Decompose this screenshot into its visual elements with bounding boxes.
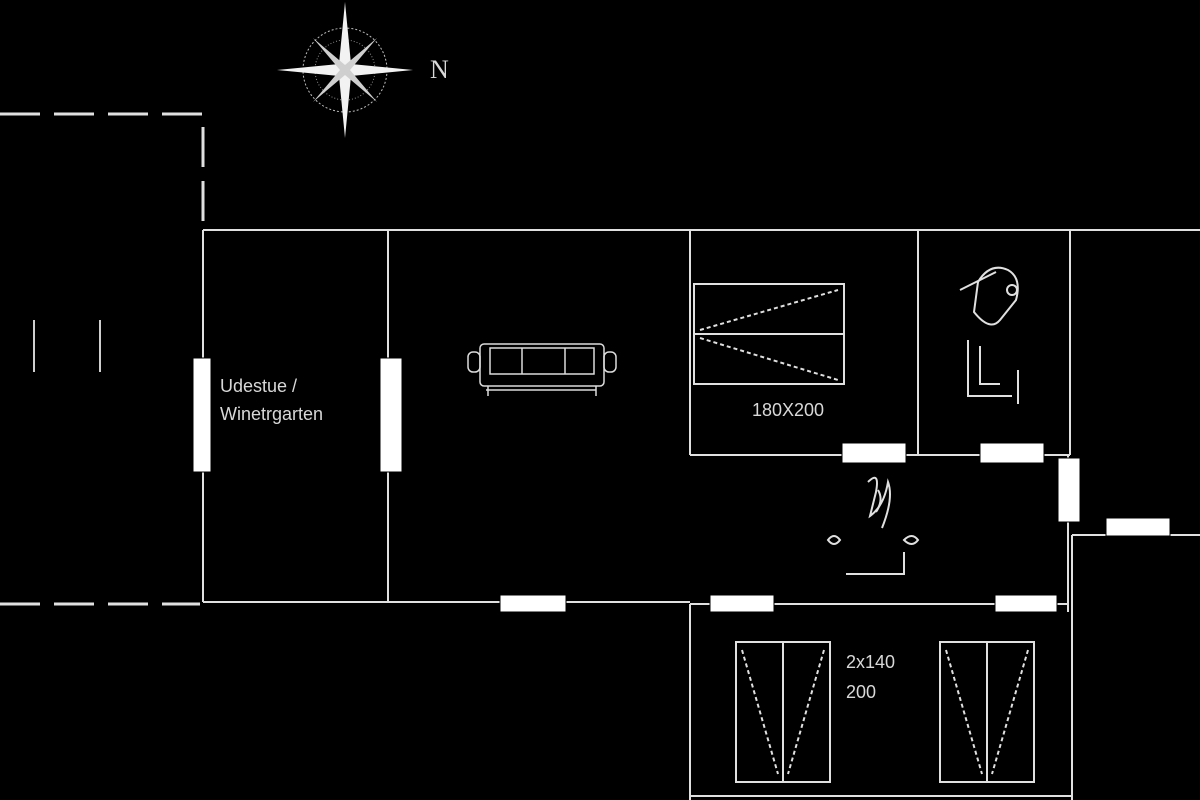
door-hall-right [1057, 457, 1081, 523]
toilet-icon [967, 340, 1019, 404]
compass-north-label: N [430, 55, 449, 84]
bedroom2-bed-size-line2: 200 [846, 682, 876, 702]
door-conservatory-left [192, 357, 212, 473]
shower-icon [959, 266, 1019, 326]
walls [202, 229, 1200, 800]
terrace-outline [0, 112, 205, 606]
window-right [1105, 517, 1171, 537]
openings [192, 357, 1171, 613]
compass-rose-icon [277, 2, 413, 138]
bedroom2-bed-size-line1: 2x140 [846, 652, 895, 672]
twin-bed-right-icon [939, 641, 1035, 783]
conservatory-label-line1: Udestue / [220, 376, 297, 396]
door-bedroom1 [841, 442, 907, 464]
window-living-bottom [499, 594, 567, 613]
fireplace-icon [826, 476, 920, 575]
door-conservatory-right [379, 357, 403, 473]
terrace-posts [33, 320, 101, 372]
window-bottom-right [994, 594, 1058, 613]
sofa-icon [467, 343, 617, 396]
conservatory-label-line2: Winetrgarten [220, 404, 323, 424]
window-bottom-mid [709, 594, 775, 613]
double-bed-icon [693, 283, 845, 385]
bedroom1-bed-size: 180X200 [752, 400, 824, 420]
door-bathroom [979, 442, 1045, 464]
twin-bed-left-icon [735, 641, 831, 783]
